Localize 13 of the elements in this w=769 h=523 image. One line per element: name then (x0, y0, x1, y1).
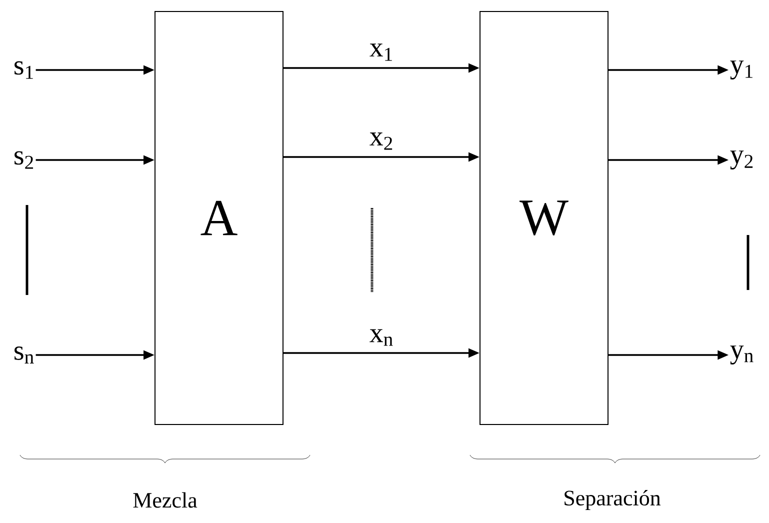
group-label: Mezcla (133, 492, 198, 508)
edge-label: x$_{n}$ (370, 329, 393, 346)
edge-label: x$_{1}$ (370, 44, 392, 61)
block-box: W (480, 11, 608, 425)
signal-label: s$_{n}$ (14, 346, 34, 364)
group-label: Separación (564, 490, 661, 510)
edge-label: x$_{2}$ (370, 132, 392, 150)
signal-label: s$_{2}$ (14, 151, 34, 169)
signal-label: y$_{2}$ (730, 150, 753, 170)
block-box: A (154, 11, 284, 425)
signal-label: s$_{1}$ (14, 61, 33, 79)
signal-label: y$_{1}$ (730, 60, 752, 80)
signal-label: y$_{n}$ (730, 346, 754, 364)
